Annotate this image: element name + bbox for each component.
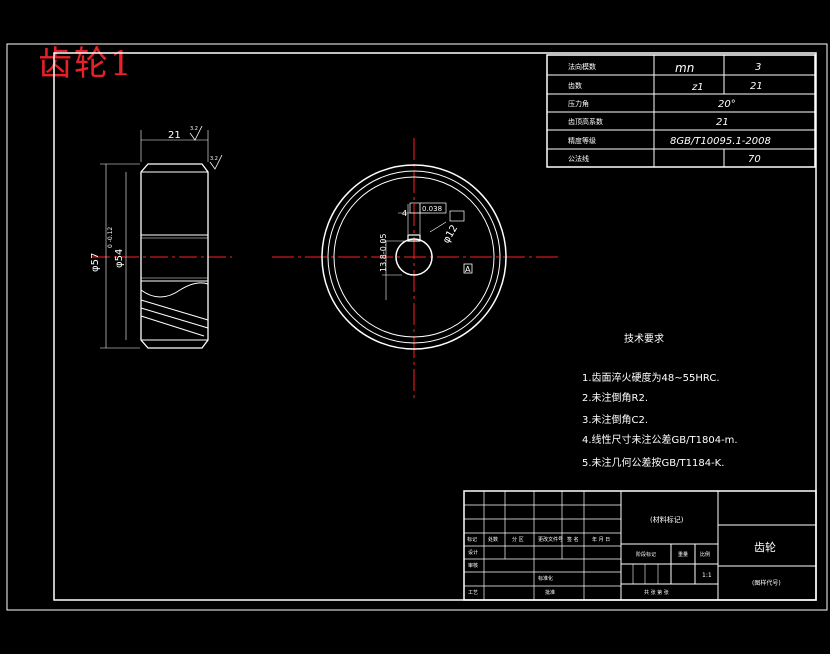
root-dia-dim: φ54 [114,249,125,268]
tech-item-1: 1.齿面淬火硬度为48~55HRC. [582,371,720,384]
tech-item-4: 4.线性尺寸未注公差GB/T1804-m. [582,433,738,446]
std-label: 标准化 [538,575,553,582]
surface-mark-2: 3.2 [210,156,218,162]
key-width-dim: 4 [402,209,407,218]
param-symbol-0: mn [675,61,694,75]
param-value-0: 3 [755,62,761,73]
surface-mark-1: 3.2 [190,126,198,132]
part-name: 齿轮 [754,540,776,554]
outer-dia-dim: φ57 [90,253,101,272]
inner-frame [53,52,817,601]
outer-frame [6,43,828,611]
row-label-1: 处数 [488,536,498,543]
param-label-0: 法向模数 [568,62,596,71]
param-value-3: 21 [716,117,729,128]
width-dim: 21 [168,130,181,141]
param-label-4: 精度等级 [568,136,596,145]
bore-dim: φ12 [441,223,460,245]
row-label-0: 标记 [467,536,477,543]
outer-dia-tol: 0 -0.12 [107,227,114,248]
role-label-1: 审核 [468,562,478,569]
scale-value: 1:1 [702,572,712,579]
scale-label: 比例 [700,551,710,558]
param-value-4: 8GB/T10095.1-2008 [670,136,771,147]
param-symbol-1: z1 [691,82,704,93]
tech-heading: 技术要求 [624,332,664,345]
param-value-2: 20° [718,99,736,110]
datum-label: A [465,265,471,274]
stage-label: 阶段标记 [636,551,656,558]
side-view: 21 3.2 3.2 φ57 0 -0.12 φ54 [90,125,232,349]
tech-requirements: 技术要求 1.齿面淬火硬度为48~55HRC. 2.未注倒角R2. 3.未注倒角… [582,332,738,469]
sheet-info: 共 张 第 张 [644,589,669,596]
row-label-3: 更改文件号 [538,536,563,543]
tech-item-2: 2.未注倒角R2. [582,391,648,404]
role-label-0: 设计 [468,549,478,556]
tech-item-5: 5.未注几何公差按GB/T1184-K. [582,456,724,469]
tech-item-3: 3.未注倒角C2. [582,413,648,426]
title-block: (材料标记) 齿轮 (图样代号) 标记 处数 分 区 更改文件号 签 名 年 月… [463,490,817,601]
role-label-3: 批准 [545,589,555,596]
param-label-2: 压力角 [568,99,589,108]
param-label-5: 公法线 [568,154,589,163]
keyway-dim: 13.8-0.05 [379,233,388,272]
row-label-2: 分 区 [512,536,524,543]
param-label-1: 齿数 [568,81,582,90]
param-label-3: 齿顶高系数 [568,117,603,126]
key-tol: 0.038 [422,205,442,213]
front-view: 13.8-0.05 4 0.038 φ12 A [272,138,558,398]
param-table: 法向模数 mn 3 齿数 z1 21 压力角 20° 齿顶高系数 21 精度等级… [546,54,816,168]
param-value-1: 21 [750,81,763,92]
row-label-4: 签 名 [567,536,579,543]
drawing-code: (图样代号) [752,579,781,587]
weight-label: 重量 [678,551,688,558]
row-label-5: 年 月 日 [592,536,610,543]
param-value-5: 70 [748,154,761,165]
role-label-2: 工艺 [468,590,478,596]
material-label: (材料标记) [650,515,684,524]
